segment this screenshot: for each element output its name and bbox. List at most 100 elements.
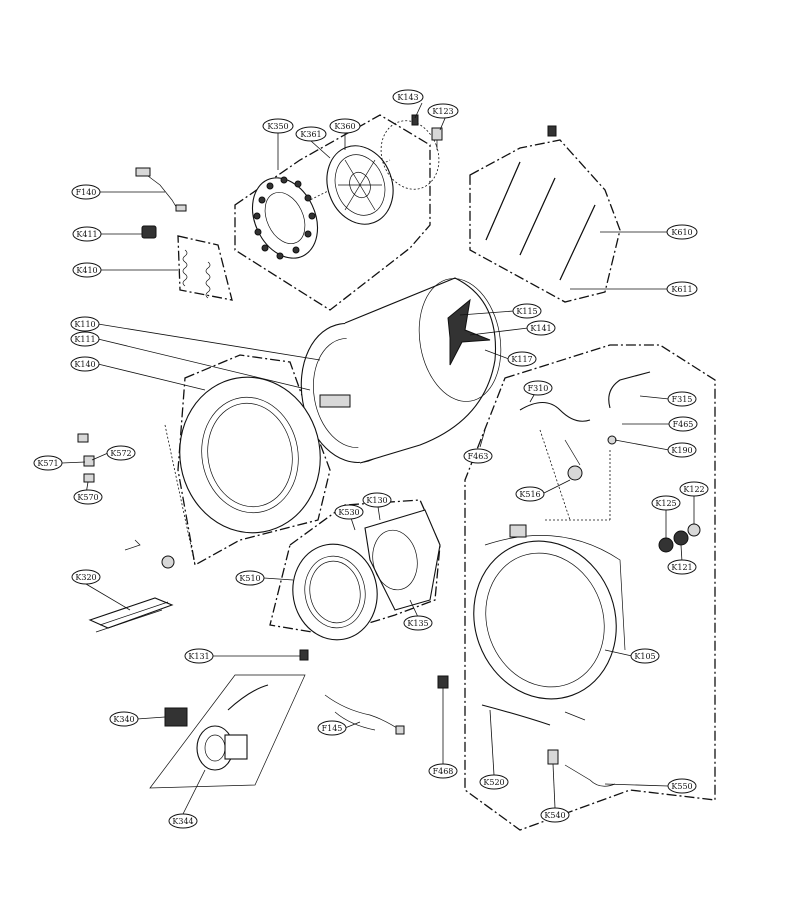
dotted-guide-3 xyxy=(539,429,571,521)
tub-front xyxy=(179,376,321,534)
motor-rotor xyxy=(326,120,440,225)
label-k610: K610 xyxy=(666,224,698,240)
svg-text:K141: K141 xyxy=(530,324,551,333)
label-k340: K340 xyxy=(109,711,139,727)
label-k530: K530 xyxy=(334,504,364,520)
svg-text:K540: K540 xyxy=(544,811,565,820)
svg-text:F145: F145 xyxy=(322,724,343,733)
label-k135: K135 xyxy=(403,615,433,631)
label-k122: K122 xyxy=(679,481,709,497)
parts xyxy=(77,114,701,787)
svg-text:F465: F465 xyxy=(673,420,694,429)
svg-text:K410: K410 xyxy=(76,266,97,275)
damper-group-boundary xyxy=(469,139,621,303)
shock-dampers xyxy=(485,125,596,281)
svg-text:F310: F310 xyxy=(528,384,549,393)
label-k410: K410 xyxy=(72,262,102,278)
label-k411: K411 xyxy=(72,226,102,242)
door-gasket xyxy=(292,543,378,641)
svg-text:K143: K143 xyxy=(397,93,418,102)
wire-harness-small xyxy=(124,539,141,551)
svg-text:K530: K530 xyxy=(338,508,359,517)
svg-text:K520: K520 xyxy=(483,778,504,787)
label-k123: K123 xyxy=(427,103,459,119)
label-k361: K361 xyxy=(295,126,327,142)
svg-text:K140: K140 xyxy=(74,360,95,369)
label-k350: K350 xyxy=(262,118,294,134)
pump-group-boundary xyxy=(149,674,306,789)
label-f463: F463 xyxy=(463,448,493,464)
label-k121: K121 xyxy=(667,559,697,575)
label-k570: K570 xyxy=(73,489,103,505)
svg-text:K125: K125 xyxy=(655,499,676,508)
rotor-bolts xyxy=(411,114,443,150)
svg-text:K572: K572 xyxy=(110,449,131,458)
svg-text:K571: K571 xyxy=(37,459,58,468)
label-k572: K572 xyxy=(106,445,136,461)
svg-text:K135: K135 xyxy=(407,619,428,628)
label-k190: K190 xyxy=(667,442,697,458)
svg-text:K117: K117 xyxy=(511,355,532,364)
svg-text:K350: K350 xyxy=(267,122,288,131)
label-k115: K115 xyxy=(512,303,542,319)
label-k516: K516 xyxy=(515,486,545,502)
label-k125: K125 xyxy=(651,495,681,511)
svg-text:K516: K516 xyxy=(519,490,540,499)
label-k140: K140 xyxy=(70,356,100,372)
sensor-wire xyxy=(564,764,616,787)
label-k571: K571 xyxy=(33,455,63,471)
svg-text:K105: K105 xyxy=(634,652,655,661)
tub-front-group-boundary xyxy=(177,354,331,567)
group-boundaries xyxy=(149,114,716,831)
svg-text:K131: K131 xyxy=(188,652,209,661)
tub-bearing xyxy=(161,555,175,569)
drain-hoses xyxy=(519,371,651,481)
motor-stator xyxy=(251,176,319,260)
svg-text:K570: K570 xyxy=(77,493,98,502)
svg-text:F315: F315 xyxy=(672,395,693,404)
sump-hose xyxy=(481,704,551,726)
spring-group-boundary xyxy=(177,235,233,301)
dotted-guide-2 xyxy=(299,159,391,206)
svg-text:K411: K411 xyxy=(76,230,97,239)
svg-text:F463: F463 xyxy=(468,452,489,461)
svg-text:K611: K611 xyxy=(671,285,692,294)
label-k320: K320 xyxy=(71,569,101,585)
label-f315: F315 xyxy=(667,391,697,407)
svg-text:K360: K360 xyxy=(334,122,355,131)
label-f468: F468 xyxy=(428,763,458,779)
label-f145: F145 xyxy=(317,720,347,736)
svg-text:K121: K121 xyxy=(671,563,692,572)
wire-harness xyxy=(324,694,405,735)
svg-text:K361: K361 xyxy=(300,130,321,139)
valve-parts xyxy=(77,433,95,483)
label-f140: F140 xyxy=(71,184,101,200)
rear-tub xyxy=(473,524,626,700)
svg-text:K111: K111 xyxy=(74,335,95,344)
svg-text:K190: K190 xyxy=(671,446,692,455)
label-k111: K111 xyxy=(70,331,100,347)
label-k131: K131 xyxy=(184,648,214,664)
bearings xyxy=(658,523,701,553)
gasket-bracket xyxy=(364,509,441,611)
hinge-clip xyxy=(141,225,157,239)
label-k611: K611 xyxy=(666,281,698,297)
label-k540: K540 xyxy=(540,807,570,823)
label-k105: K105 xyxy=(630,648,660,664)
svg-text:K123: K123 xyxy=(432,107,453,116)
label-k520: K520 xyxy=(479,774,509,790)
svg-text:F468: F468 xyxy=(433,767,454,776)
label-k550: K550 xyxy=(667,778,697,794)
label-k344: K344 xyxy=(168,813,198,829)
svg-text:F140: F140 xyxy=(76,188,97,197)
screw xyxy=(299,649,309,661)
heater xyxy=(88,597,174,633)
svg-text:K340: K340 xyxy=(113,715,134,724)
label-k141: K141 xyxy=(526,320,556,336)
svg-text:K110: K110 xyxy=(74,320,95,329)
drain-pump xyxy=(164,684,269,771)
svg-text:K130: K130 xyxy=(366,496,387,505)
sump-clamp xyxy=(564,711,586,721)
thermistor xyxy=(135,167,187,212)
